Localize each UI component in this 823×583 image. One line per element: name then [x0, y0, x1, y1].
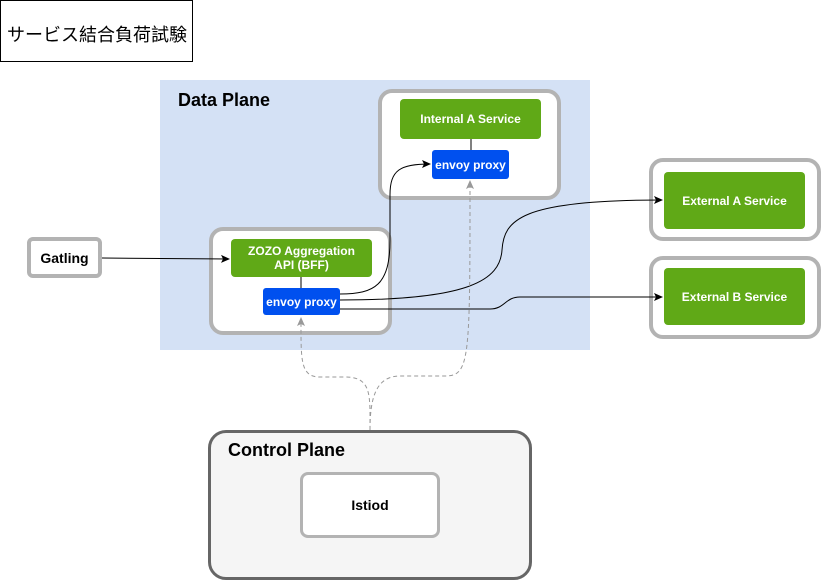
bff-to-external-a-connector: [339, 196, 663, 301]
bff-to-internal-a-connector: [339, 160, 431, 295]
data-plane-label: Data Plane: [178, 90, 271, 110]
gatling-node: Gatling: [27, 237, 102, 278]
gatling-to-bff-connector: [101, 254, 230, 263]
control-to-internal-a-envoy-connector: [369, 180, 474, 431]
bff-service: ZOZO Aggregation API (BFF): [231, 239, 372, 277]
external-a-service: External A Service: [664, 172, 805, 229]
bff-to-external-b-connector: [340, 293, 663, 310]
bff-envoy-proxy: envoy proxy: [263, 288, 340, 315]
istiod-node: Istiod: [300, 472, 440, 538]
external-b-service: External B Service: [664, 268, 805, 325]
control-to-bff-envoy-connector: [296, 317, 371, 431]
internal-a-service: Internal A Service: [400, 99, 541, 139]
control-plane-label: Control Plane: [228, 440, 346, 460]
internal-a-envoy-proxy: envoy proxy: [432, 150, 509, 179]
diagram-title: サービス結合負荷試験: [0, 0, 193, 62]
